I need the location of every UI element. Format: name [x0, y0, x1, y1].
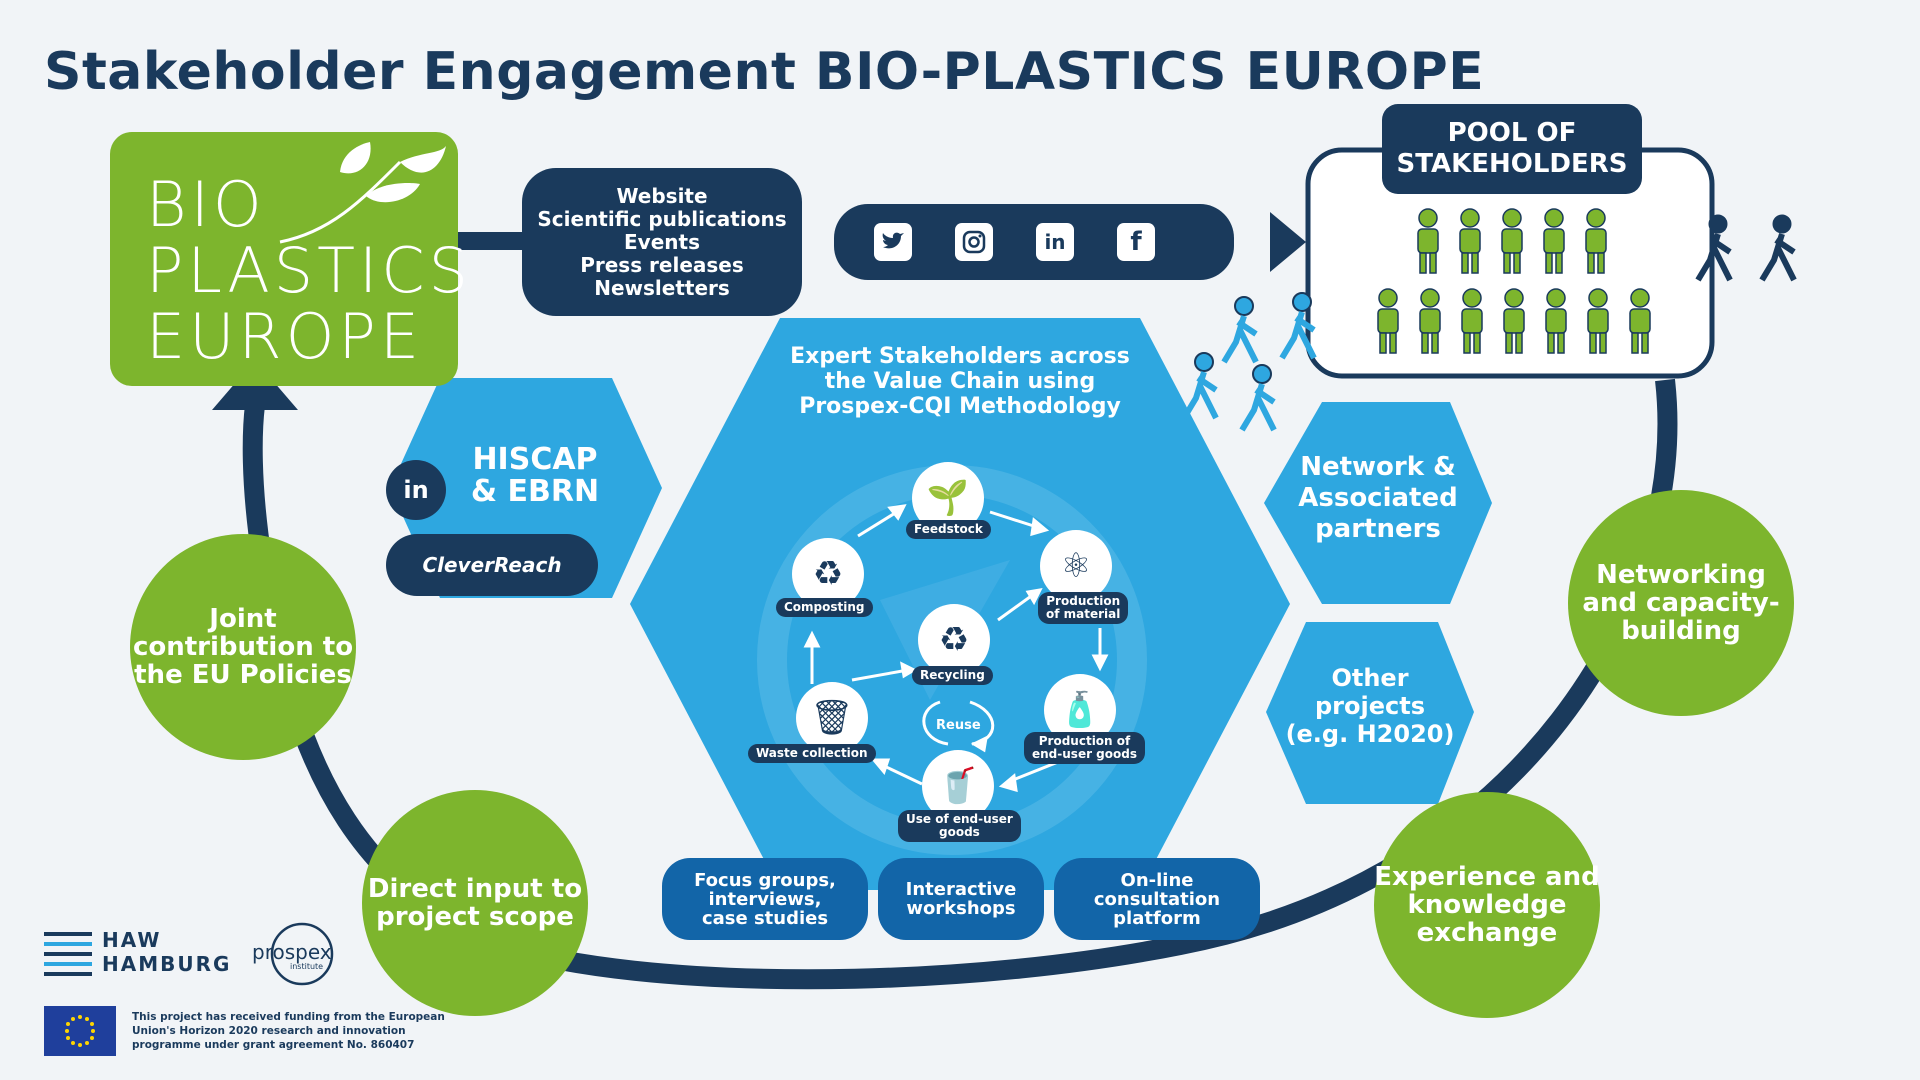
joint-line-3: the EU Policies [134, 660, 352, 690]
direct-line-2: project scope [376, 902, 574, 932]
hiscap-line-1: HISCAP [472, 442, 598, 477]
hiscap-label: HISCAP & EBRN [460, 444, 610, 508]
networking-line-1: Networking [1596, 560, 1766, 590]
channel-press: Press releases [580, 252, 744, 277]
pool-line-1: POOL OF [1447, 118, 1577, 148]
channel-website: Website [616, 183, 708, 208]
linkedin-icon[interactable]: in [386, 460, 446, 520]
linkedin-icon[interactable]: in [1036, 223, 1074, 261]
molecule-icon: ⚛ [1040, 530, 1112, 602]
channel-events: Events [624, 229, 700, 254]
prospex-ring [270, 922, 334, 986]
facebook-icon[interactable]: f [1117, 223, 1155, 261]
logo-line-1: BIO [146, 168, 266, 241]
other-projects-label: Other projects (e.g. H2020) [1266, 664, 1474, 748]
other-projects-hexagon [1266, 622, 1474, 804]
networking-line-2: and capacity- [1582, 588, 1780, 618]
composting-label: Composting [776, 598, 873, 617]
joint-line-2: contribution to [132, 632, 354, 662]
production-material-label: Production of material [1038, 592, 1129, 624]
standing-people-green [1377, 208, 1651, 354]
channel-newsletters: Newsletters [594, 275, 730, 300]
network-line-3: partners [1315, 514, 1441, 544]
expert-line-2: the Value Chain using [824, 369, 1096, 394]
channels-arrowhead [1270, 212, 1306, 272]
page-title: Stakeholder Engagement BIO-PLASTICS EURO… [44, 42, 1485, 102]
channel-publications: Scientific publications [537, 206, 787, 231]
production-material-line-1: Production [1046, 594, 1121, 608]
method-3-line-1: On-line [1120, 869, 1194, 891]
network-hexagon [1264, 402, 1492, 604]
logo-line-3: EUROPE [146, 300, 423, 373]
network-line-2: Associated [1298, 483, 1458, 513]
bio-plastics-europe-logo: BIO PLASTICS EUROPE [110, 132, 468, 386]
pool-line-2: STAKEHOLDERS [1396, 149, 1628, 179]
production-goods-label: Production of end-user goods [1024, 732, 1145, 764]
logo-line-2: PLASTICS [146, 234, 472, 307]
haw-logo-lines [44, 932, 92, 976]
haw-line-2: HAMBURG [102, 952, 232, 976]
use-goods-label: Use of end-user goods [898, 810, 1021, 842]
method-2-line-1: Interactive [905, 879, 1017, 900]
funding-notice: This project has received funding from t… [132, 1010, 452, 1052]
joint-line-1: Joint [209, 604, 277, 634]
method-3-line-3: platform [1113, 907, 1201, 929]
communication-channels: Website Scientific publications Events P… [522, 168, 802, 316]
experience-line-1: Experience and [1374, 862, 1600, 892]
method-focus-groups: Focus groups,interviews,case studies [662, 858, 868, 940]
cleverreach-logo: CleverReach [386, 534, 598, 596]
other-line-2: projects [1315, 692, 1425, 720]
funding-line-1: This project has received funding from t… [132, 1011, 445, 1023]
reuse-label: Reuse [936, 718, 981, 733]
other-line-3: (e.g. H2020) [1285, 720, 1455, 748]
hiscap-line-2: & EBRN [470, 474, 600, 509]
prospex-institute: institute [290, 962, 324, 971]
pool-of-stakeholders-title: POOL OF STAKEHOLDERS [1382, 104, 1642, 194]
recycling-icon: ♻ [918, 604, 990, 676]
method-3-line-2: consultation [1093, 888, 1221, 910]
method-1-line-2: interviews, [708, 888, 822, 910]
other-line-1: Other [1331, 664, 1409, 692]
method-1-line-1: Focus groups, [694, 869, 836, 891]
networking-line-3: building [1621, 616, 1741, 646]
funding-line-3: programme under grant agreement No. 8604… [132, 1039, 415, 1051]
funding-line-2: Union's Horizon 2020 research and innova… [132, 1025, 406, 1037]
walking-people-dark [1695, 214, 1797, 282]
leaf-icon [279, 142, 446, 244]
haw-hamburg-logo: HAW HAMBURG [102, 928, 231, 976]
network-line-1: Network & [1300, 452, 1456, 482]
cycle-arrows [803, 504, 1109, 793]
expert-stakeholders-heading: Expert Stakeholders across the Value Cha… [760, 344, 1160, 419]
production-material-line-2: of material [1046, 607, 1121, 621]
method-2-line-2: workshops [906, 898, 1016, 919]
network-label: Network & Associated partners [1270, 452, 1486, 545]
production-goods-line-1: Production of [1038, 734, 1131, 748]
walking-people-blue [1181, 292, 1317, 432]
use-goods-line-1: Use of end-user [906, 812, 1013, 826]
recycling-label: Recycling [912, 666, 993, 685]
experience-line-3: exchange [1416, 918, 1558, 948]
instagram-icon[interactable] [955, 223, 993, 261]
eu-flag [44, 1006, 116, 1056]
direct-line-1: Direct input to [367, 874, 583, 904]
prospex-logo: prospex [252, 940, 332, 964]
waste-collection-label: Waste collection [748, 744, 876, 763]
feedstock-label: Feedstock [906, 520, 991, 539]
experience-line-2: knowledge [1407, 890, 1567, 920]
method-1-line-3: case studies [701, 907, 829, 929]
production-goods-line-2: end-user goods [1032, 747, 1137, 761]
haw-line-1: HAW [102, 928, 162, 952]
use-goods-line-2: goods [939, 825, 980, 839]
connector-logo-channels [458, 232, 528, 250]
expert-line-3: Prospex-CQI Methodology [799, 394, 1121, 419]
twitter-icon[interactable] [874, 223, 912, 261]
expert-line-1: Expert Stakeholders across [790, 344, 1130, 369]
waste-bag-icon: 🗑 [796, 682, 868, 754]
